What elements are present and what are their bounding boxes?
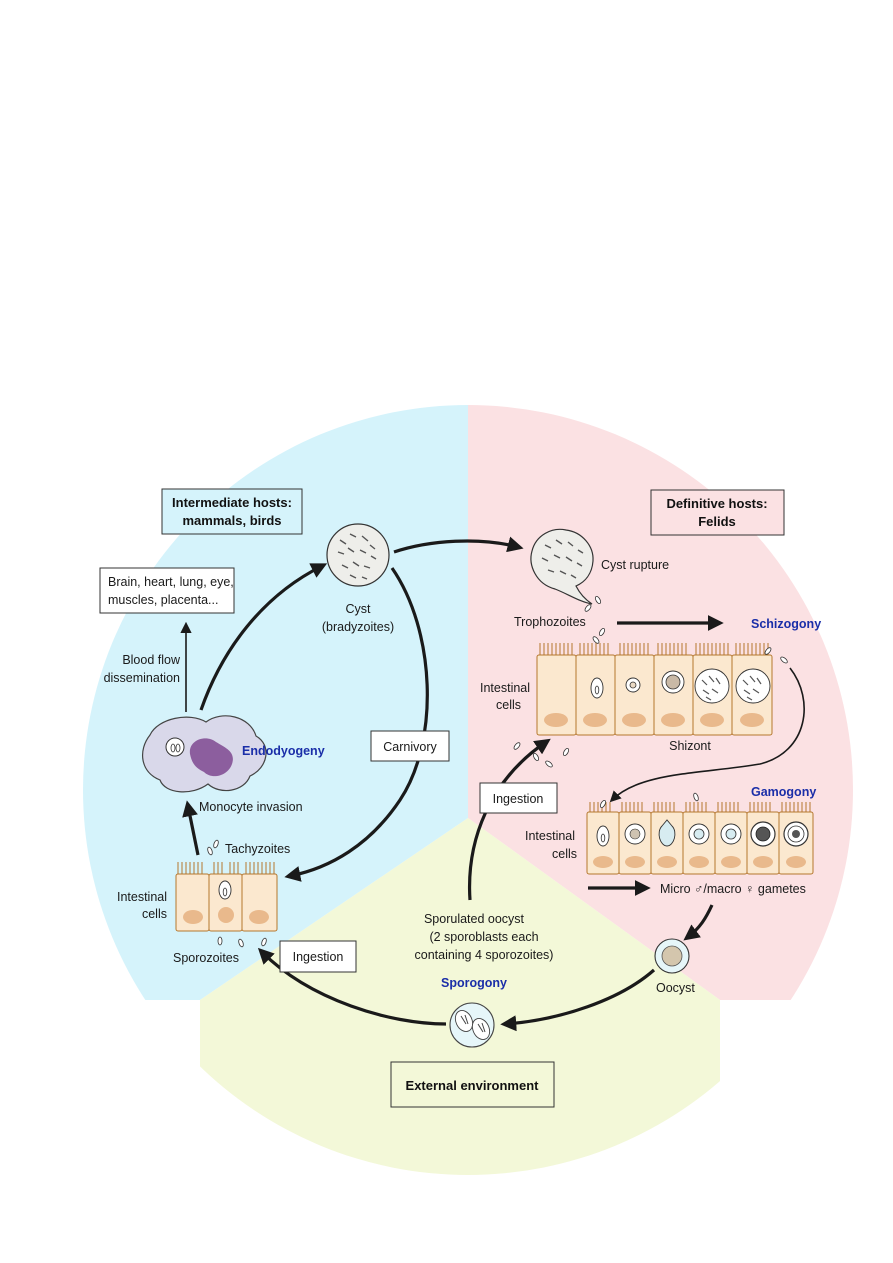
gametes-label: Micro ♂/macro ♀ gametes xyxy=(660,882,806,896)
definitive-hosts-subtitle: Felids xyxy=(698,514,736,529)
gamogony-label: Gamogony xyxy=(751,785,816,799)
intestinal-cells-bottom xyxy=(586,792,814,875)
organs-line-1: Brain, heart, lung, eye, xyxy=(108,575,234,589)
intestinal-cells-bottom-line-2: cells xyxy=(552,847,577,861)
organs-box: Brain, heart, lung, eye, muscles, placen… xyxy=(99,567,235,614)
tachyzoite-to-monocyte-arrow xyxy=(182,800,200,856)
sporulated-oocyst xyxy=(449,1002,495,1048)
organs-line-2: muscles, placenta... xyxy=(108,593,218,607)
external-environment-header: External environment xyxy=(390,1061,555,1108)
definitive-hosts-header: Definitive hosts: Felids xyxy=(650,489,785,536)
ingestion-right-label: Ingestion xyxy=(493,792,544,806)
intestinal-cells-left-line-2: cells xyxy=(142,907,167,921)
blood-flow-line-2: dissemination xyxy=(104,671,180,685)
oocyst-label: Oocyst xyxy=(656,981,695,995)
endodyogeny-label: Endodyogeny xyxy=(242,744,325,758)
intestinal-cells-left-line-1: Intestinal xyxy=(117,890,167,904)
ingestion-left-box: Ingestion xyxy=(279,940,357,973)
carnivory-arrow xyxy=(284,567,429,882)
unsporulated-oocyst xyxy=(654,938,690,974)
intermediate-hosts-header: Intermediate hosts: mammals, birds xyxy=(161,488,303,535)
intestinal-cells-bottom-line-1: Intestinal xyxy=(525,829,575,843)
sporulated-oocyst-line-3: containing 4 sporozoites) xyxy=(415,948,554,962)
schizont-to-gamogony-arrow xyxy=(609,667,805,803)
monocyte-to-cyst-arrow xyxy=(199,563,328,711)
tachyzoites-label: Tachyzoites xyxy=(225,842,290,856)
cyst-to-rupture-arrow xyxy=(393,536,524,554)
intestinal-cells-top-line-2: cells xyxy=(496,698,521,712)
bradyzoite-cyst xyxy=(326,523,390,587)
sporozoites-label: Sporozoites xyxy=(173,951,239,965)
schizogony-label: Schizogony xyxy=(751,617,821,631)
trophozoites-label: Trophozoites xyxy=(514,615,586,629)
intermediate-hosts-title: Intermediate hosts: xyxy=(172,495,292,510)
ingestion-right-box: Ingestion xyxy=(479,782,558,814)
sporogony-label: Sporogony xyxy=(441,976,507,990)
sporulated-oocyst-line-2: (2 sporoblasts each xyxy=(429,930,538,944)
shizont-label: Shizont xyxy=(669,739,711,753)
intestinal-cells-left xyxy=(175,839,278,948)
definitive-hosts-title: Definitive hosts: xyxy=(666,496,767,511)
blood-flow-line-1: Blood flow xyxy=(122,653,181,667)
sporulated-oocyst-line-1: Sporulated oocyst xyxy=(424,912,525,926)
gametes-to-oocyst-arrow xyxy=(683,904,714,941)
cyst-label: Cyst xyxy=(346,602,372,616)
oocyst-to-sporulated-arrow xyxy=(500,968,656,1032)
intestinal-cells-top-line-1: Intestinal xyxy=(480,681,530,695)
external-environment-region xyxy=(200,818,720,1175)
carnivory-box: Carnivory xyxy=(370,730,450,762)
intermediate-hosts-subtitle: mammals, birds xyxy=(183,513,282,528)
external-environment-title: External environment xyxy=(406,1078,540,1093)
ruptured-cyst xyxy=(530,528,606,644)
cyst-sublabel: (bradyzoites) xyxy=(322,620,394,634)
carnivory-label: Carnivory xyxy=(383,740,437,754)
ingestion-left-label: Ingestion xyxy=(293,950,344,964)
cyst-rupture-label: Cyst rupture xyxy=(601,558,669,572)
monocyte-invasion-label: Monocyte invasion xyxy=(199,800,303,814)
monocyte-cell xyxy=(142,715,267,793)
intestinal-cells-top xyxy=(513,643,788,768)
